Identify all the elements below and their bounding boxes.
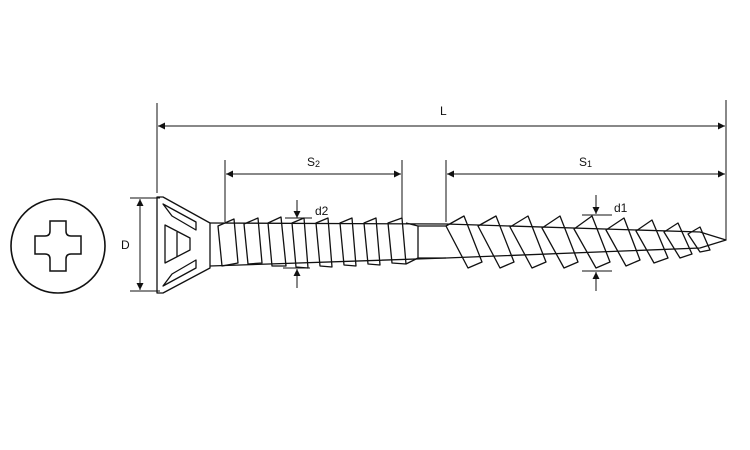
dimension-L: L bbox=[158, 104, 725, 130]
phillips-cross-head-icon bbox=[34, 220, 82, 272]
screw-head bbox=[156, 196, 211, 294]
dimension-S2: S2 bbox=[226, 155, 401, 178]
head-outline-circle bbox=[10, 198, 106, 294]
dimension-D: D bbox=[121, 199, 144, 290]
dimension-L-label: L bbox=[440, 104, 447, 118]
dimension-S1-label: S1 bbox=[579, 155, 592, 169]
screw-shank bbox=[209, 222, 727, 267]
lower-thread bbox=[217, 216, 419, 269]
dimension-d1: d1 bbox=[582, 195, 628, 291]
head-end-view bbox=[10, 198, 106, 294]
dimension-S1: S1 bbox=[447, 155, 725, 178]
dimension-d2: d2 bbox=[283, 200, 329, 288]
upper-thread bbox=[445, 215, 711, 269]
dimension-S2-label: S2 bbox=[307, 155, 320, 169]
dimension-d1-label: d1 bbox=[614, 201, 628, 215]
dimension-d2-label: d2 bbox=[315, 204, 329, 218]
screw-side-view bbox=[156, 196, 727, 294]
extension-lines bbox=[130, 100, 727, 292]
dimension-D-label: D bbox=[121, 238, 130, 252]
